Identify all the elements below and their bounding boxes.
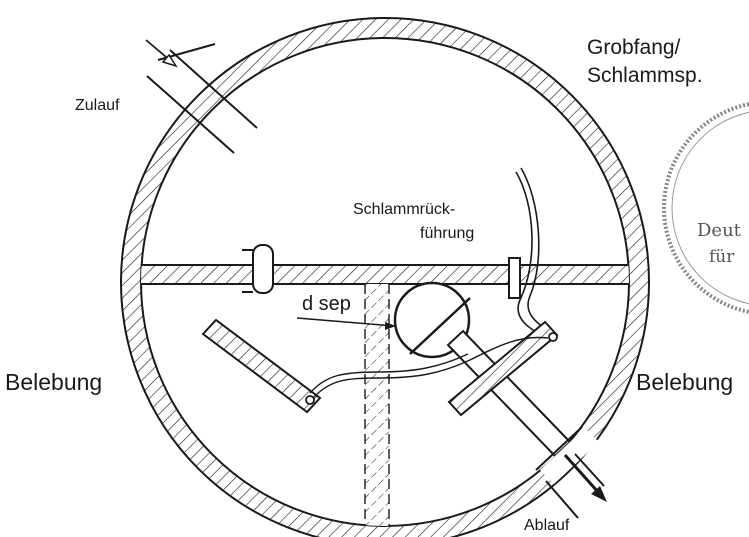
vertical-partition	[364, 284, 390, 526]
label-dsep: d sep	[302, 293, 351, 315]
outlet-pipe	[446, 329, 605, 519]
right-coupling	[508, 257, 521, 299]
air-line	[309, 336, 549, 399]
inlet-arrow	[145, 39, 178, 68]
divider-wall	[141, 264, 629, 285]
seal-stamp: Deut für	[662, 102, 749, 314]
label-schlammrueck-2: führung	[420, 225, 474, 242]
right-aerator	[447, 320, 559, 417]
dsep-leader	[296, 317, 396, 330]
stamp-line-1: Deut	[697, 220, 742, 241]
label-belebung-right: Belebung	[636, 369, 733, 395]
outlet-arrow	[563, 454, 607, 502]
label-schlammrueck-1: Schlammrück-	[353, 201, 455, 218]
sludge-return-hose	[515, 167, 554, 339]
label-belebung-left: Belebung	[5, 369, 102, 395]
label-grobfang: Grobfang/	[587, 36, 681, 59]
left-coupling	[242, 244, 274, 294]
separator-cylinder	[393, 281, 471, 359]
label-schlammsp: Schlammsp.	[587, 64, 703, 87]
label-ablauf: Ablauf	[524, 517, 570, 534]
stamp-line-2: für	[709, 247, 735, 267]
label-zulauf: Zulauf	[75, 97, 120, 114]
left-aerator	[201, 318, 322, 414]
